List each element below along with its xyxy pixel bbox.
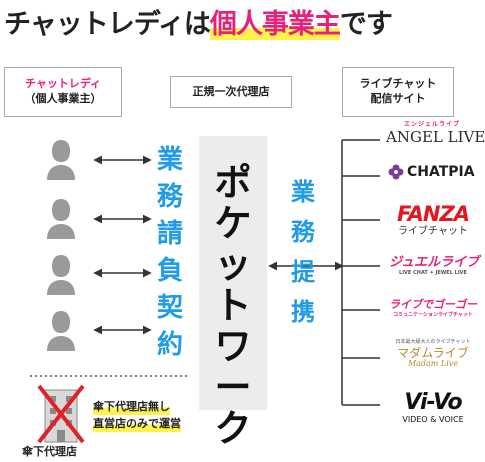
char: 負 <box>156 256 183 286</box>
char: ッ <box>214 243 252 286</box>
no-sub-agency-note: 傘下代理店無し 直営店のみで運営 <box>93 398 181 432</box>
person-icon-1 <box>47 140 75 180</box>
char: 務 <box>156 182 183 212</box>
logo-madam-live-top: 日本最大級大人のライブチャット <box>395 339 471 345</box>
chatpia-flower-icon <box>388 164 404 180</box>
logo-gogo-sub: コミュニケーションライブチャット <box>393 312 473 318</box>
header-agency-label: 正規一次代理店 <box>192 84 270 98</box>
logo-live-de-gogo: ライブでゴーゴー コミュニケーションライブチャット <box>388 299 478 318</box>
logo-madam-live-main: マダムライブ <box>397 346 469 360</box>
logo-jewel-live-main: ジュエルライブ <box>389 255 480 270</box>
logo-vi-vo-main: Vi-Vo <box>404 390 462 415</box>
logo-vi-vo-sub: VIDEO & VOICE <box>402 415 464 424</box>
logo-chatpia-main: CHATPIA <box>407 164 475 180</box>
logo-gogo-main: ライブでゴーゴー <box>389 298 477 311</box>
logo-jewel-live: ジュエルライブ LIVE CHAT ✦ JEWEL LIVE <box>389 255 480 276</box>
title-suffix: です <box>339 9 393 40</box>
building-crossed-icon <box>37 384 85 444</box>
pocket-work-name: ポ ケ ッ ト ワ ー ク <box>199 162 267 449</box>
char: ト <box>214 284 252 327</box>
title-highlight: 個人事業主 <box>209 9 341 40</box>
char: 務 <box>291 218 315 246</box>
logo-angel-live-main: ANGEL LIVE <box>386 128 485 146</box>
person-icon-4 <box>47 311 75 351</box>
header-sites-line2: 配信サイト <box>370 92 426 105</box>
logo-vi-vo: Vi-Vo VIDEO & VOICE <box>390 392 476 424</box>
label-business-contract: 業 務 請 負 契 約 <box>154 142 186 364</box>
person-icon-3 <box>47 255 75 295</box>
page-title: チャットレディは個人事業主です <box>4 2 393 41</box>
char: 約 <box>156 330 183 360</box>
char: ー <box>214 366 252 409</box>
header-agency: 正規一次代理店 <box>170 76 292 108</box>
logo-chatpia: CHATPIA <box>388 164 480 180</box>
header-chat-lady-line1: チャットレディ <box>24 77 102 91</box>
pocket-work-box: ポ ケ ッ ト ワ ー ク <box>199 136 267 449</box>
char: 契 <box>156 293 183 323</box>
logo-jewel-live-sub: LIVE CHAT ✦ JEWEL LIVE <box>399 270 467 276</box>
logo-madam-live: 日本最大級大人のライブチャット マダムライブ Madam Live <box>388 340 478 368</box>
char: ク <box>214 407 252 450</box>
note-line-2: 直営店のみで運営 <box>93 415 181 432</box>
header-sites-line1: ライブチャット <box>359 77 437 91</box>
char: 業 <box>156 145 183 175</box>
char: ワ <box>214 325 252 368</box>
char: ケ <box>214 202 252 245</box>
header-chat-lady: チャットレディ （個人事業主） <box>4 67 122 117</box>
char: ポ <box>214 161 252 204</box>
title-prefix: チャットレディは <box>4 9 211 40</box>
note-line-1: 傘下代理店無し <box>93 398 170 415</box>
label-business-partnership: 業 務 提 携 <box>287 172 319 332</box>
logo-madam-live-sub: Madam Live <box>407 359 459 368</box>
sub-agency-label: 傘下代理店 <box>22 445 77 458</box>
char: 提 <box>291 258 315 286</box>
header-live-sites: ライブチャット 配信サイト <box>342 67 454 117</box>
logo-angel-live-top: エンジェルライブ <box>403 121 460 128</box>
logo-fanza-sub: ライブチャット <box>398 226 468 237</box>
header-chat-lady-line2: （個人事業主） <box>24 92 102 105</box>
logo-angel-live: エンジェルライブ ANGEL LIVE <box>386 121 485 146</box>
char: 請 <box>156 219 183 249</box>
logo-fanza: FANZA ライブチャット <box>393 204 473 237</box>
logo-fanza-main: FANZA <box>397 202 470 226</box>
char: 業 <box>291 178 315 206</box>
char: 携 <box>291 298 315 326</box>
person-icon-2 <box>47 199 75 239</box>
